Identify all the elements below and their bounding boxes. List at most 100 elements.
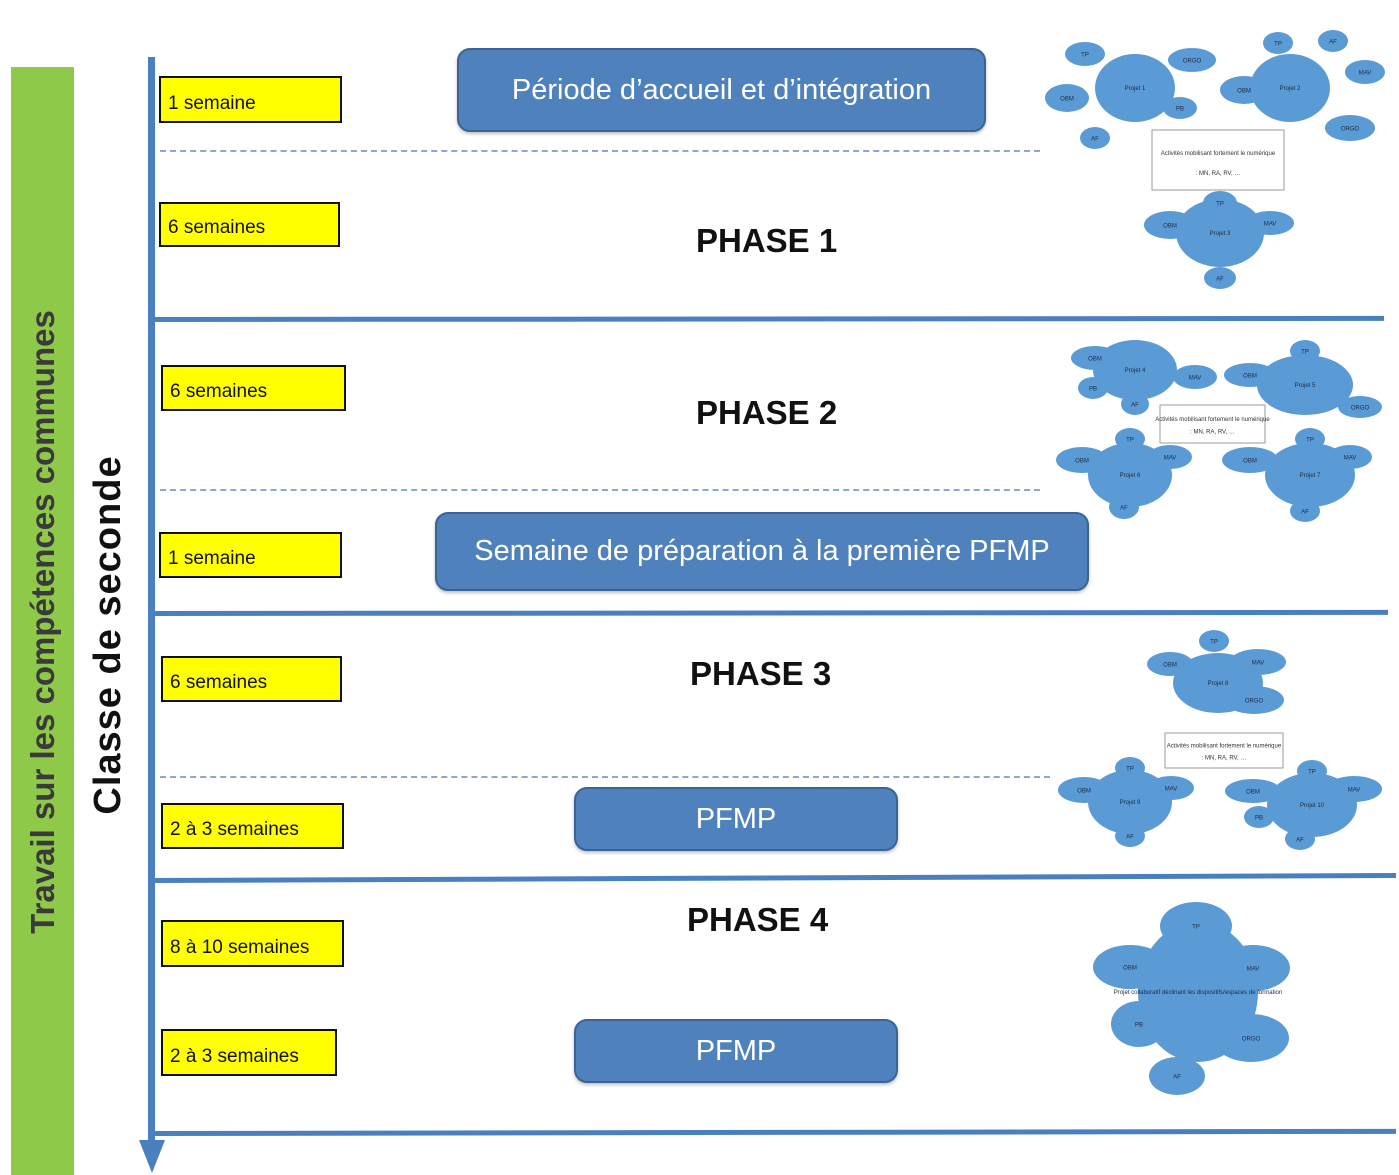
satellite-bubble (1222, 447, 1278, 473)
satellite-bubble (1045, 84, 1089, 112)
satellite-label: MAV (1189, 376, 1202, 382)
accueil-block: Période d’accueil et d’intégration (457, 48, 986, 132)
satellite-label: MAV (1165, 787, 1178, 793)
satellite-bubble (1168, 48, 1216, 72)
satellite-label: ORGO (1351, 406, 1370, 412)
satellite-label: OBM (1123, 966, 1137, 972)
satellite-label: AF (1216, 277, 1224, 283)
satellite-bubble (1065, 42, 1105, 66)
satellite-bubble (1225, 779, 1281, 803)
separator-dashed (160, 150, 1040, 152)
satellite-label: PB (1089, 387, 1097, 393)
satellite-bubble (1338, 396, 1382, 418)
satellite-label: AF (1091, 137, 1099, 143)
satellite-label: AF (1120, 506, 1128, 512)
axis-label: Classe de seconde (87, 455, 129, 815)
satellite-label: ORGO (1183, 59, 1202, 65)
center-label: Projet 4 (1125, 368, 1146, 374)
timeline-axis (148, 57, 155, 1142)
pfmp-block: PFMP (574, 1019, 898, 1083)
satellite-bubble (1325, 115, 1375, 141)
phase-title: PHASE 1 (696, 222, 838, 259)
center-label: Projet 5 (1295, 383, 1316, 389)
duration-label: 2 à 3 semaines (161, 1029, 337, 1076)
satellite-label: PB (1135, 1023, 1143, 1029)
cluster-p4: OBM MAV PB AF Projet 4 (1071, 340, 1217, 415)
satellite-label: OBM (1077, 789, 1091, 795)
phase-title: PHASE 4 (687, 901, 829, 938)
svg-text:: MN, RA, RV, …: : MN, RA, RV, … (1190, 430, 1235, 436)
center-bubble (1267, 773, 1357, 837)
satellite-label: AF (1296, 838, 1304, 844)
satellite-label: MAV (1359, 71, 1372, 77)
satellite-label: ORGO (1245, 699, 1264, 705)
center-bubble (1088, 770, 1172, 834)
satellite-bubble (1263, 32, 1293, 54)
svg-text:Activités mobilisant fortement: Activités mobilisant fortement le numéri… (1161, 151, 1276, 157)
duration-label: 8 à 10 semaines (161, 920, 344, 967)
satellite-label: AF (1301, 510, 1309, 516)
duration-label: 2 à 3 semaines (161, 803, 344, 849)
satellite-label: MAV (1252, 661, 1265, 667)
satellite-label: OBM (1163, 663, 1177, 669)
satellite-label: TP (1274, 42, 1282, 48)
satellite-bubble (1173, 365, 1217, 389)
satellite-label: MAV (1264, 222, 1277, 228)
duration-label: 6 semaines (159, 202, 340, 247)
duration-label: 6 semaines (161, 365, 346, 411)
competences-sidebar (11, 67, 74, 1175)
center-label: Projet 9 (1120, 800, 1141, 806)
satellite-label: TP (1216, 202, 1224, 208)
duration-label: 1 semaine (159, 76, 342, 123)
satellite-label: ORGO (1242, 1037, 1261, 1043)
svg-text:Activités mobilisant fortement: Activités mobilisant fortement le numéri… (1167, 744, 1282, 750)
satellite-bubble (1199, 630, 1229, 652)
satellite-label: TP (1126, 767, 1134, 773)
center-label: Projet 7 (1300, 473, 1321, 479)
center-bubble (1138, 922, 1258, 1062)
satellite-label: PB (1176, 107, 1184, 113)
satellite-label: TP (1126, 438, 1134, 444)
satellite-bubble (1080, 127, 1110, 149)
center-label: Projet 3 (1210, 231, 1231, 237)
satellite-label: TP (1210, 640, 1218, 646)
satellite-label: OBM (1075, 459, 1089, 465)
satellite-label: TP (1192, 925, 1200, 931)
duration-label: 1 semaine (159, 532, 342, 578)
pfmp-block: PFMP (574, 787, 898, 851)
center-bubble (1265, 443, 1355, 507)
center-bubble (1176, 199, 1264, 267)
satellite-label: AF (1131, 403, 1139, 409)
satellite-label: TP (1308, 770, 1316, 776)
numeric-note: Activités mobilisant fortement le numéri… (1164, 732, 1284, 769)
satellite-label: AF (1329, 40, 1337, 46)
center-label: Projet 10 (1300, 803, 1325, 809)
svg-text:: MN, RA, RV, …: : MN, RA, RV, … (1196, 171, 1241, 177)
satellite-bubble (1149, 1057, 1205, 1095)
satellite-label: OBM (1088, 357, 1102, 363)
satellite-bubble (1244, 806, 1274, 828)
satellite-label: OBM (1246, 790, 1260, 796)
center-bubble (1095, 54, 1175, 122)
separator-dashed (160, 776, 1050, 778)
satellite-label: OBM (1060, 97, 1074, 103)
satellite-label: TP (1301, 350, 1309, 356)
satellite-bubble (1318, 30, 1348, 52)
timeline-arrow-head (139, 1140, 165, 1173)
satellite-label: TP (1306, 438, 1314, 444)
satellite-label: MAV (1344, 456, 1357, 462)
center-label: Projet collaboratif déclinant les dispos… (1114, 990, 1282, 996)
duration-label: 6 semaines (161, 656, 342, 702)
